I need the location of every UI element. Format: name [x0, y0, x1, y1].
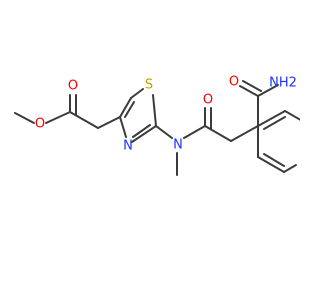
bond-carbonyl-ch2: [204, 125, 232, 142]
bond-ar-4-inner: [263, 153, 285, 167]
bond-n3-c4: [119, 116, 127, 138]
bond-ar-5: [283, 164, 297, 173]
amide-nitrogen: N: [173, 138, 183, 153]
bond-c-ch2: [69, 111, 99, 129]
thiazole-nitrogen: N: [123, 139, 133, 154]
bond-c2-n3-inner: [132, 124, 151, 138]
bond-c4-c5-double: [119, 97, 132, 118]
ester-carbonyl-oxygen: O: [68, 79, 78, 94]
bond-c4-c5-inner: [124, 101, 135, 118]
bonds: [14, 80, 300, 176]
bond-amide-c-o-2: [242, 80, 262, 92]
atom-labels: O O S N N O O NH2: [35, 75, 297, 154]
bond-s-c2: [152, 94, 157, 127]
bond-ar-2: [257, 110, 286, 127]
bond-c2-n3-double: [131, 125, 157, 143]
bond-ch2-ch2: [230, 125, 259, 142]
bond-amide-c-nh2: [257, 84, 279, 97]
thiazole-sulfur: S: [145, 78, 153, 93]
bond-c2-n-amide: [155, 125, 173, 139]
bond-ar-3: [284, 110, 300, 121]
molecule-canvas: O O S N N O O NH2: [14, 75, 300, 176]
bond-ar-4: [257, 156, 285, 173]
bond-ch3-o: [14, 112, 35, 124]
bond-o-c-ester: [45, 111, 71, 124]
structure-diagram: O O S N N O O NH2: [14, 75, 300, 176]
carboxamide-nh2: NH2: [269, 76, 297, 91]
carboxamide-oxygen: O: [229, 75, 239, 90]
bond-amide-c-o-1: [239, 85, 259, 97]
amide-oxygen: O: [203, 93, 213, 108]
bond-c5-s: [130, 88, 144, 99]
bond-ar-2-inner: [263, 116, 286, 130]
bond-n-carbonyl: [183, 125, 206, 139]
ester-methoxy-oxygen: O: [35, 117, 45, 132]
bond-ch2-ring: [97, 116, 121, 129]
